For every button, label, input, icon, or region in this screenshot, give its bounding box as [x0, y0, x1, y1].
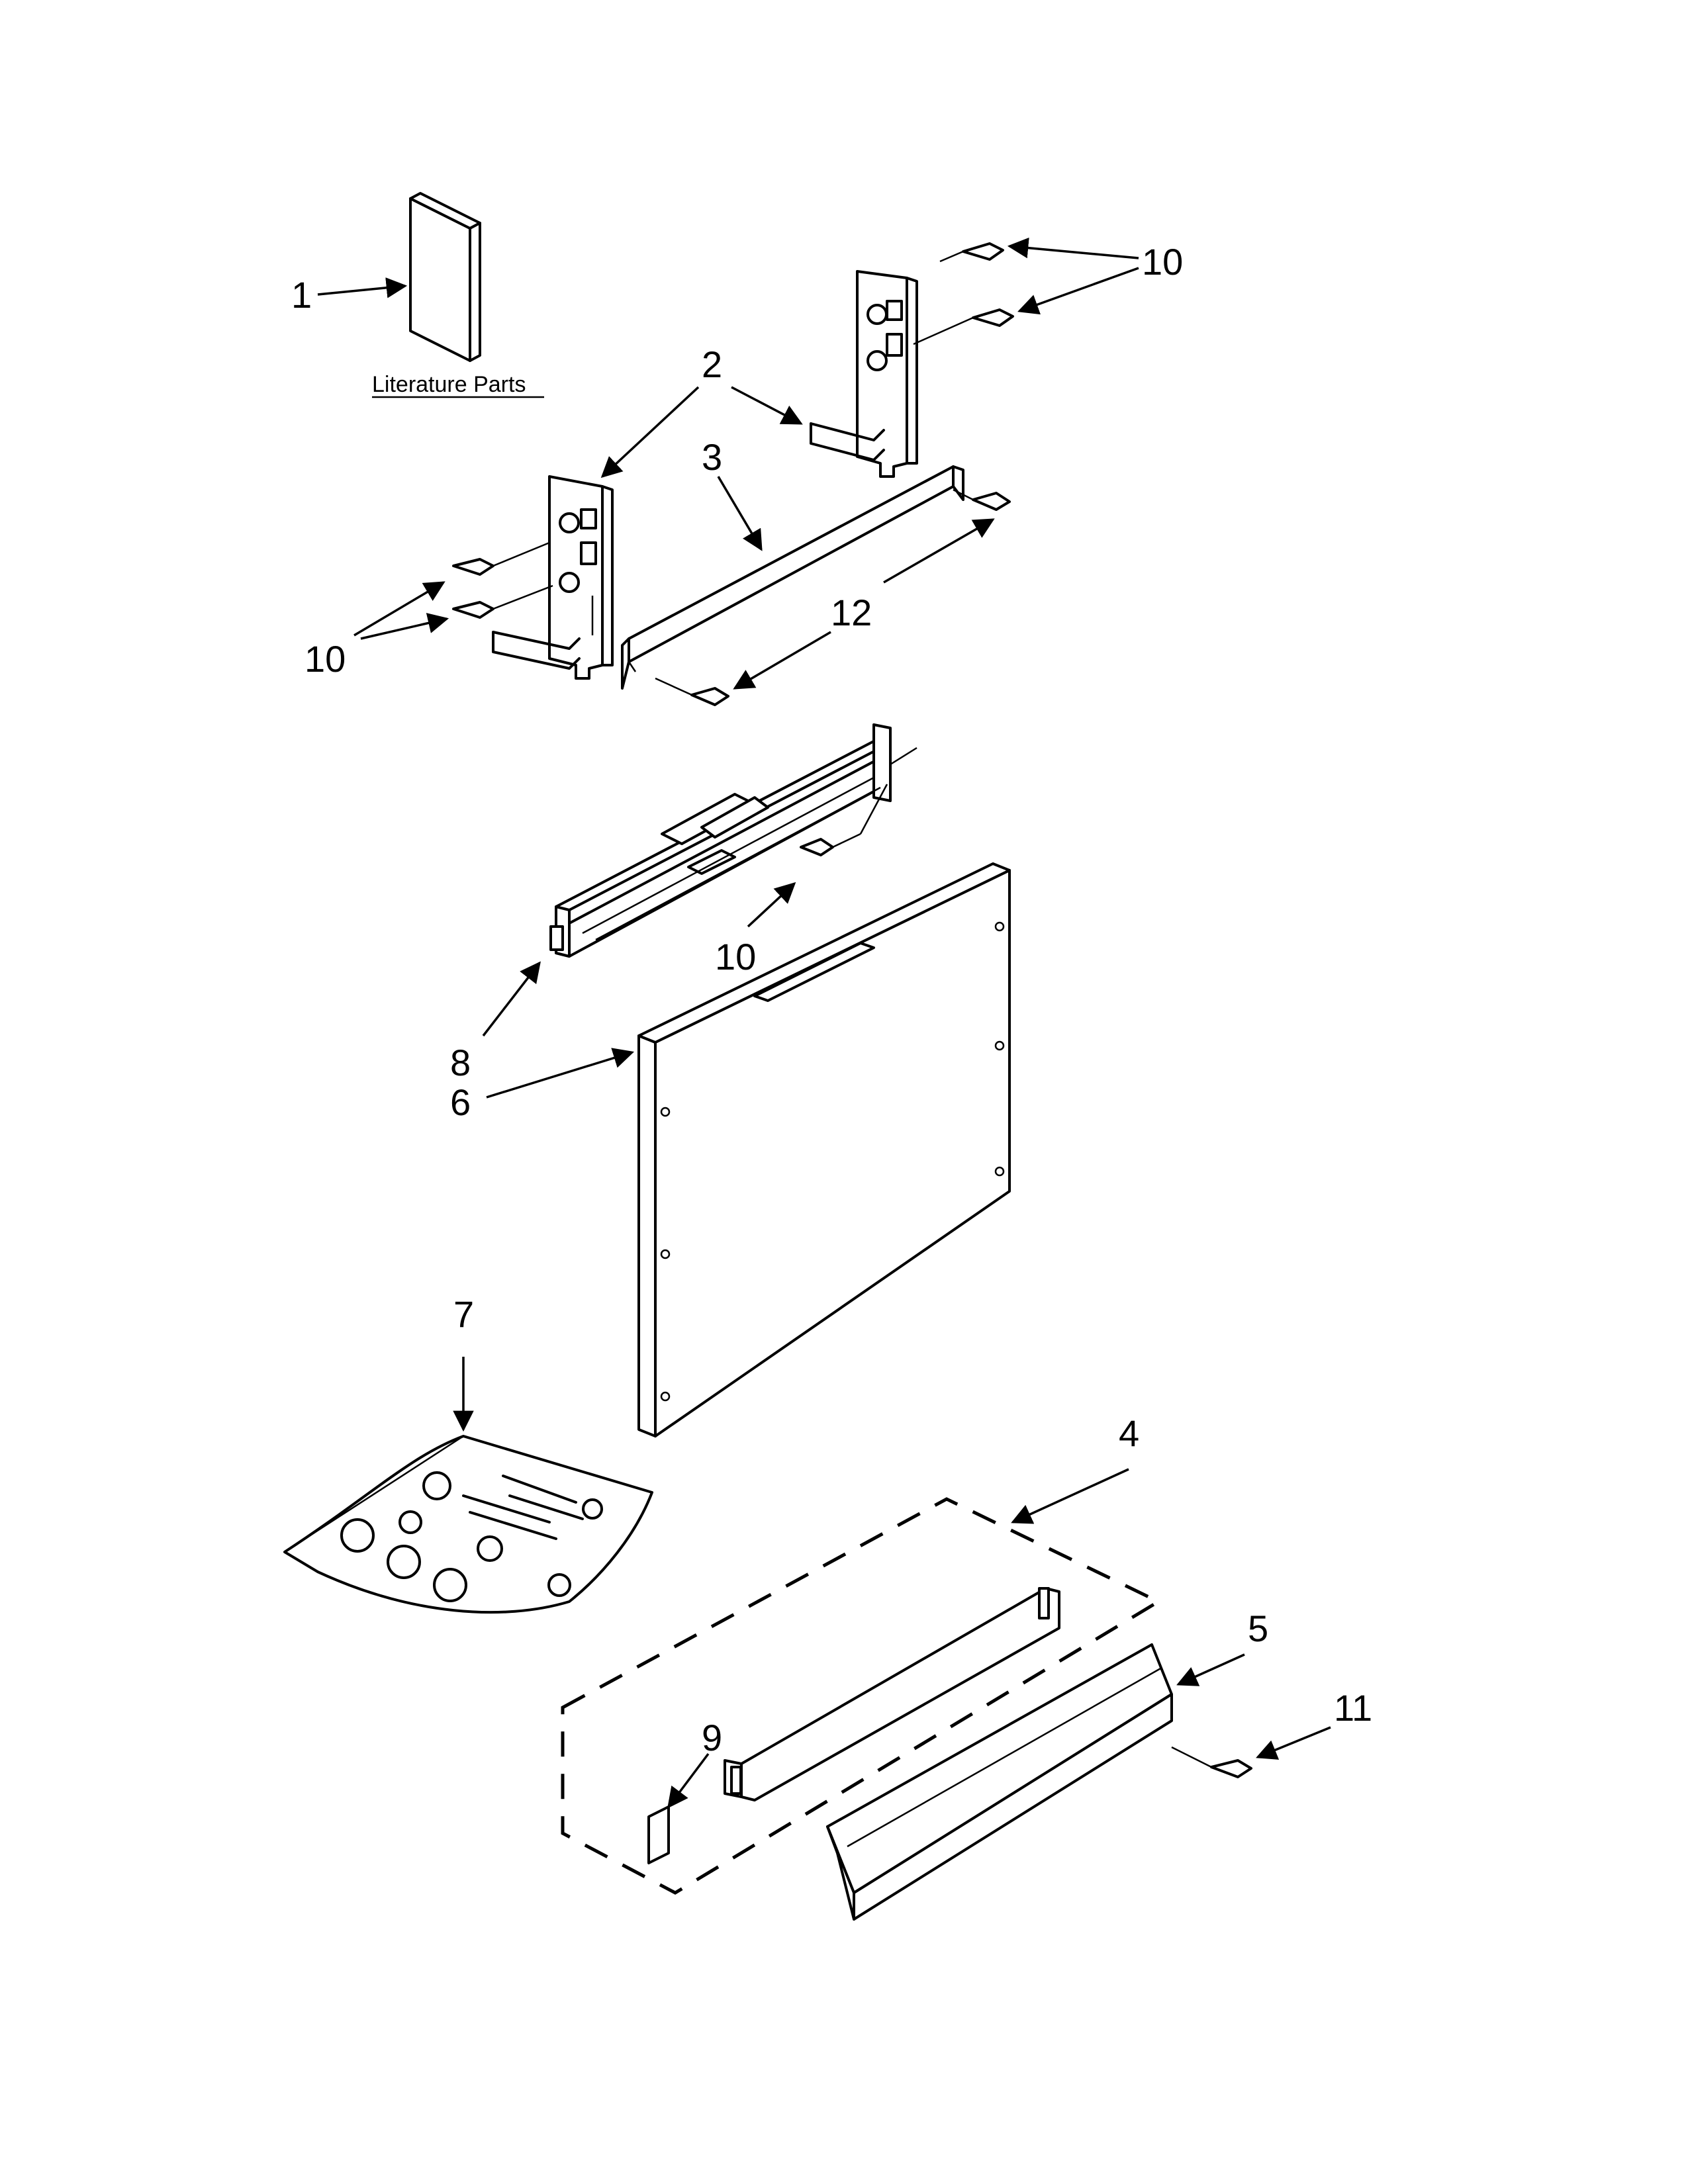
- callout-arrow-8: [482, 961, 541, 1037]
- callout-arrow-2a: [600, 386, 700, 478]
- callout-12: 12: [831, 592, 872, 633]
- callout-arrow-4: [1011, 1468, 1129, 1524]
- callout-arrow-2b: [731, 386, 803, 425]
- callout-arrow-6: [486, 1048, 635, 1099]
- screw-11: [1171, 1746, 1252, 1778]
- callout-5: 5: [1248, 1608, 1268, 1649]
- callout-arrow-1: [317, 277, 408, 298]
- toe-kick-kit-boundary: [561, 1497, 1162, 1895]
- screw-12-right: [953, 488, 1011, 511]
- toe-kick-panel: [826, 1643, 1173, 1921]
- callout-arrow-10top-b: [1017, 267, 1139, 315]
- callout-8: 8: [450, 1042, 471, 1083]
- clip-9: [647, 1805, 670, 1864]
- callout-arrow-3: [717, 476, 763, 551]
- callout-10-top: 10: [1142, 241, 1183, 283]
- callout-7: 7: [453, 1293, 474, 1335]
- callout-arrow-10top-a: [1007, 237, 1139, 259]
- callout-arrow-10-mid: [747, 882, 796, 928]
- control-console: [549, 723, 917, 958]
- callout-arrow-12a: [883, 518, 995, 584]
- hardware-bag: [283, 1435, 653, 1614]
- literature-book: [409, 192, 481, 362]
- callout-11: 11: [1334, 1687, 1372, 1729]
- right-mounting-bracket: [810, 270, 918, 478]
- callout-arrow-11: [1256, 1726, 1331, 1760]
- callout-9: 9: [702, 1717, 722, 1758]
- literature-parts-label: Literature Parts: [372, 372, 526, 397]
- callout-10-left: 10: [305, 638, 346, 680]
- screw-10-top-a: [939, 242, 1004, 263]
- callout-arrow-12b: [733, 631, 831, 690]
- callout-arrow-10left-b: [360, 613, 449, 640]
- callout-6: 6: [450, 1081, 471, 1123]
- callout-3: 3: [702, 436, 722, 478]
- callout-arrow-5: [1176, 1653, 1245, 1686]
- screw-10-top-b: [913, 308, 1014, 345]
- callout-arrow-10left-a: [353, 581, 445, 637]
- callout-10-mid: 10: [715, 936, 756, 978]
- door-panel: [637, 862, 1011, 1437]
- callout-4: 4: [1119, 1412, 1139, 1454]
- screw-10-left-a: [452, 541, 550, 576]
- callout-1: 1: [291, 274, 312, 316]
- left-mounting-bracket: [492, 475, 614, 680]
- toe-kick-bracket: [724, 1587, 1060, 1801]
- callout-2: 2: [702, 343, 722, 385]
- top-rail: [621, 465, 964, 690]
- callout-arrow-9: [667, 1752, 710, 1809]
- screw-10-left-b: [452, 584, 553, 619]
- screw-10-mid: [800, 833, 861, 856]
- screw-12-left: [655, 677, 729, 706]
